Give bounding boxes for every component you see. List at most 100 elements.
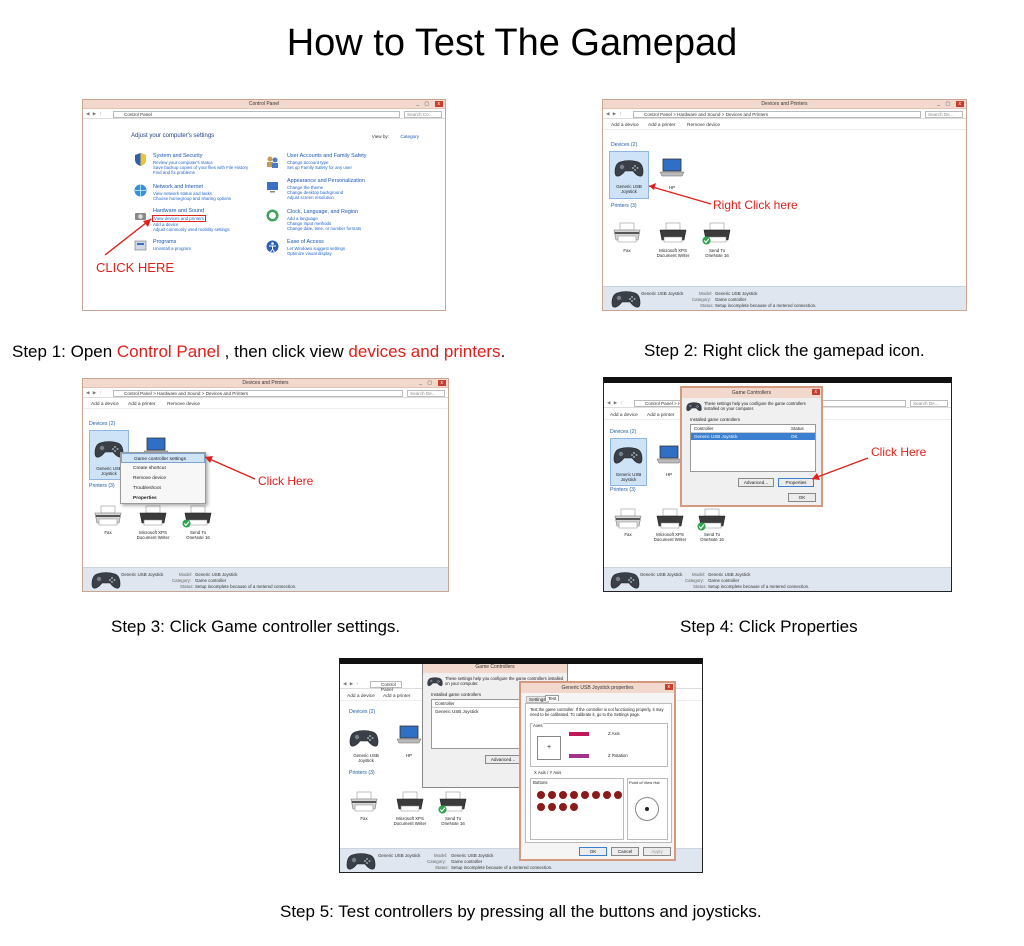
cp-link: Let Windows suggest settings bbox=[287, 246, 346, 251]
button-indicator bbox=[592, 791, 600, 799]
apply-button[interactable]: Apply bbox=[643, 847, 671, 856]
add-device-button: Add a device bbox=[610, 413, 638, 418]
fax-label: Fax bbox=[623, 248, 631, 253]
button-indicator bbox=[537, 803, 545, 811]
laptop-icon bbox=[396, 725, 422, 745]
tab-test[interactable]: Test bbox=[545, 695, 560, 701]
cp-link: Find and fix problems bbox=[153, 170, 195, 175]
menu-item-properties[interactable]: Properties bbox=[133, 495, 157, 501]
address-field: Control Panel > Hardware and Sound > Dev… bbox=[113, 390, 403, 397]
callout-click-here-caps: CLICK HERE bbox=[96, 260, 175, 275]
search-field: Search De... bbox=[925, 111, 963, 118]
z-rotation-label: Z Rotation bbox=[608, 753, 628, 758]
gamepad-icon bbox=[349, 728, 379, 748]
menu-item-create-shortcut[interactable]: Create shortcut bbox=[133, 465, 166, 471]
status-device-name: Generic USB Joystick bbox=[121, 572, 164, 577]
remove-device-button: Remove device bbox=[687, 123, 721, 128]
cancel-button[interactable]: Cancel bbox=[611, 847, 639, 856]
view-devices-link[interactable]: View devices and printers bbox=[152, 215, 206, 222]
xy-axis-box: + bbox=[537, 736, 561, 760]
table-row[interactable]: Generic USB Joystick OK bbox=[691, 433, 815, 440]
button-indicator bbox=[548, 791, 556, 799]
menu-item-game-controller-settings[interactable]: Game controller settings bbox=[121, 453, 205, 463]
caption-step1: Step 1: Open Control Panel , then click … bbox=[12, 342, 505, 362]
status-value: Generic USB Joystick bbox=[451, 853, 494, 858]
programs-icon bbox=[134, 240, 147, 251]
status-key: Status: bbox=[435, 865, 449, 870]
cp-link: Change the theme bbox=[287, 185, 324, 190]
gamepad-icon bbox=[427, 676, 443, 687]
status-value: Setup incomplete because of a metered co… bbox=[451, 865, 553, 870]
toolbar: Add a device Add a printer Remove device bbox=[603, 120, 966, 130]
users-icon bbox=[267, 156, 278, 168]
cp-item-hardware: Hardware and Sound View devices and prin… bbox=[152, 208, 230, 232]
game-controllers-dialog: Game Controllers x These settings help y… bbox=[680, 386, 823, 507]
status-value: Generic USB Joystick bbox=[195, 572, 238, 577]
xps-label-line: Microsoft XPS bbox=[396, 816, 424, 821]
status-device-name: Generic USB Joystick bbox=[378, 853, 421, 858]
cp-link: Add a device bbox=[153, 222, 179, 227]
address-bar: ◀ ▶ ↑ Control Panel > Hardware and Sound… bbox=[603, 110, 966, 119]
z-axis-bar bbox=[569, 732, 589, 736]
menu-item-remove-device[interactable]: Remove device bbox=[133, 475, 167, 481]
add-printer-button: Add a printer bbox=[647, 413, 675, 418]
cp-link: Save backup copies of your files with Fi… bbox=[153, 165, 249, 170]
close-icon[interactable]: x bbox=[664, 684, 673, 690]
nav-arrows-icon: ◀ ▶ ↑ bbox=[86, 111, 103, 116]
cp-item-heading: System and Security bbox=[153, 153, 203, 159]
menu-item-troubleshoot[interactable]: Troubleshoot bbox=[133, 485, 161, 491]
advanced-button[interactable]: Advanced... bbox=[738, 478, 774, 487]
advanced-button[interactable]: Advanced... bbox=[485, 755, 521, 764]
cp-item-appearance: Appearance and Personalization Change th… bbox=[287, 178, 365, 200]
title-bar: Devices and Printers _ ▢ x bbox=[603, 100, 966, 109]
z-rotation-bar bbox=[569, 754, 589, 758]
cp-item-heading: Hardware and Sound bbox=[153, 208, 204, 214]
cp-item-users: User Accounts and Family Safety Change a… bbox=[287, 153, 366, 170]
table-row[interactable]: Generic USB Joystick bbox=[432, 708, 560, 715]
cp-item-programs: Programs Uninstall a program bbox=[153, 239, 191, 251]
ok-button[interactable]: OK bbox=[579, 847, 607, 856]
dialog-title: Game Controllers bbox=[423, 664, 567, 673]
devices-header: Devices (2) bbox=[611, 142, 638, 148]
xps-label-line: Microsoft XPS bbox=[659, 248, 687, 253]
cp-item-heading: Programs bbox=[153, 239, 177, 245]
cp-item-system: System and Security Review your computer… bbox=[153, 153, 248, 175]
button-indicator bbox=[559, 791, 567, 799]
col-status: Status bbox=[791, 426, 804, 431]
cp-item-heading: Network and Internet bbox=[153, 184, 204, 190]
caption-step1-highlight: Control Panel bbox=[116, 342, 220, 361]
close-icon[interactable]: x bbox=[811, 389, 820, 395]
devices-screenshot-step3: Devices and Printers _ ▢ x ◀ ▶ ↑ Control… bbox=[82, 378, 449, 592]
search-field: Search De... bbox=[910, 400, 948, 407]
devices-header: Devices (2) bbox=[89, 421, 116, 427]
axes-label: Axes bbox=[533, 723, 543, 728]
close-icon: x bbox=[434, 101, 443, 107]
col-controller: Controller bbox=[694, 426, 714, 431]
pov-hat-center bbox=[645, 807, 649, 811]
properties-button[interactable]: Properties bbox=[778, 478, 814, 487]
details-pane: Generic USB Joystick Model: Generic USB … bbox=[83, 567, 448, 591]
xy-axis-label: X Axis / Y Axis bbox=[534, 770, 562, 775]
devices-header: Devices (2) bbox=[349, 709, 376, 715]
gamepad-label-line: Generic USB bbox=[353, 753, 379, 758]
status-key: Category: bbox=[427, 859, 447, 864]
callout-right-click-here: Right Click here bbox=[713, 198, 798, 212]
status-key: Status: bbox=[180, 584, 194, 589]
xps-label-line: Microsoft XPS bbox=[656, 532, 684, 537]
page-title: How to Test The Gamepad bbox=[286, 22, 738, 64]
view-by-value: Category bbox=[400, 134, 419, 139]
nav-arrows-icon: ◀ ▶ ↑ bbox=[607, 400, 624, 405]
window-title: Devices and Printers bbox=[242, 380, 289, 386]
status-key: Model: bbox=[699, 291, 713, 296]
cp-link: Change account type bbox=[287, 160, 329, 165]
ok-button[interactable]: OK bbox=[788, 493, 816, 502]
onenote-label-line: Send To bbox=[444, 816, 462, 821]
dialog-description: These settings help you configure the ga… bbox=[445, 676, 564, 686]
caption-step2: Step 2: Right click the gamepad icon. bbox=[644, 341, 925, 360]
add-device-button: Add a device bbox=[347, 694, 375, 699]
view-by-label: View by: bbox=[371, 134, 389, 139]
